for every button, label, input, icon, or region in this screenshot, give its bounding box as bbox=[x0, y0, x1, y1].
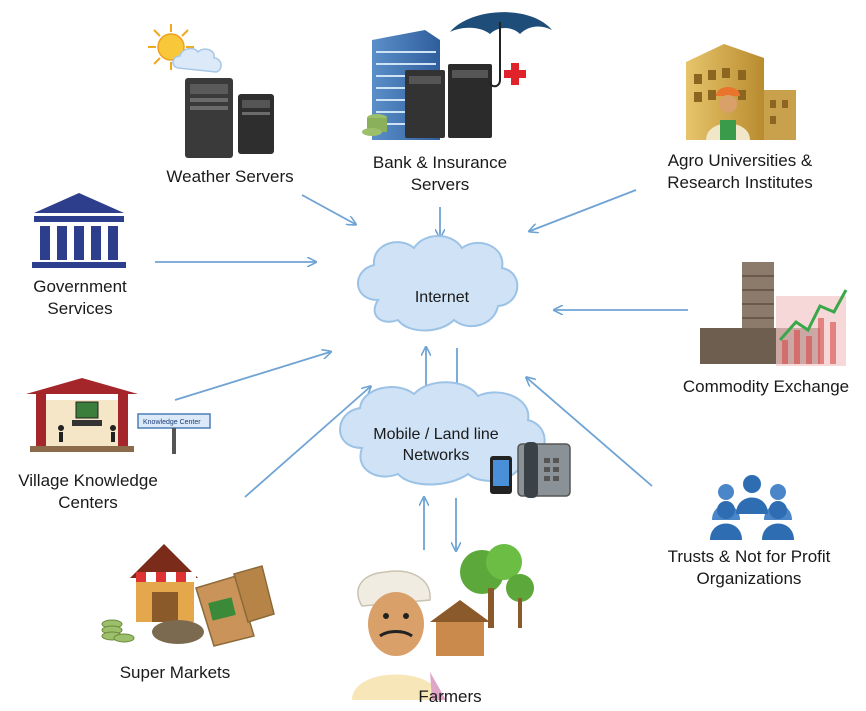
market-stall-icon bbox=[101, 544, 275, 647]
kiosk-icon: Knowledge Center bbox=[26, 378, 211, 454]
village-sign-text: Knowledge Center bbox=[143, 419, 201, 426]
weather-servers-label: Weather Servers bbox=[166, 167, 294, 186]
arrow-agro bbox=[530, 189, 637, 231]
arrow-village bbox=[174, 352, 330, 401]
agro-universities-label: Agro Universities & Research Institutes bbox=[667, 151, 813, 192]
super-markets-label: Super Markets bbox=[119, 663, 231, 682]
farmer-icon bbox=[352, 544, 534, 700]
arrows bbox=[155, 189, 688, 550]
internet-label: Internet bbox=[414, 289, 470, 306]
phone-icon bbox=[490, 442, 571, 498]
arrow-supermarkets bbox=[244, 387, 370, 498]
internet-cloud bbox=[357, 235, 519, 332]
commodity-exchange-label: Commodity Exchange bbox=[682, 377, 850, 396]
bank-building-umbrella-icon bbox=[362, 12, 552, 140]
bank-insurance-label: Bank & Insurance Servers bbox=[372, 153, 508, 194]
stock-exchange-building-icon bbox=[700, 262, 848, 366]
networks-label: Mobile / Land line Networks bbox=[373, 426, 499, 464]
farmers-label: Farmers bbox=[418, 687, 482, 706]
village-knowledge-label: Village Knowledge Centers bbox=[18, 471, 158, 512]
sun-cloud-server-icon bbox=[148, 24, 274, 158]
arrow-trusts bbox=[527, 378, 653, 487]
government-pillars-icon bbox=[32, 193, 126, 268]
university-building-icon bbox=[686, 44, 796, 140]
people-group-icon bbox=[710, 475, 794, 540]
arrow-weather bbox=[301, 194, 355, 224]
government-services-label: Government Services bbox=[33, 277, 127, 318]
trusts-label: Trusts & Not for Profit Organizations bbox=[667, 547, 831, 588]
